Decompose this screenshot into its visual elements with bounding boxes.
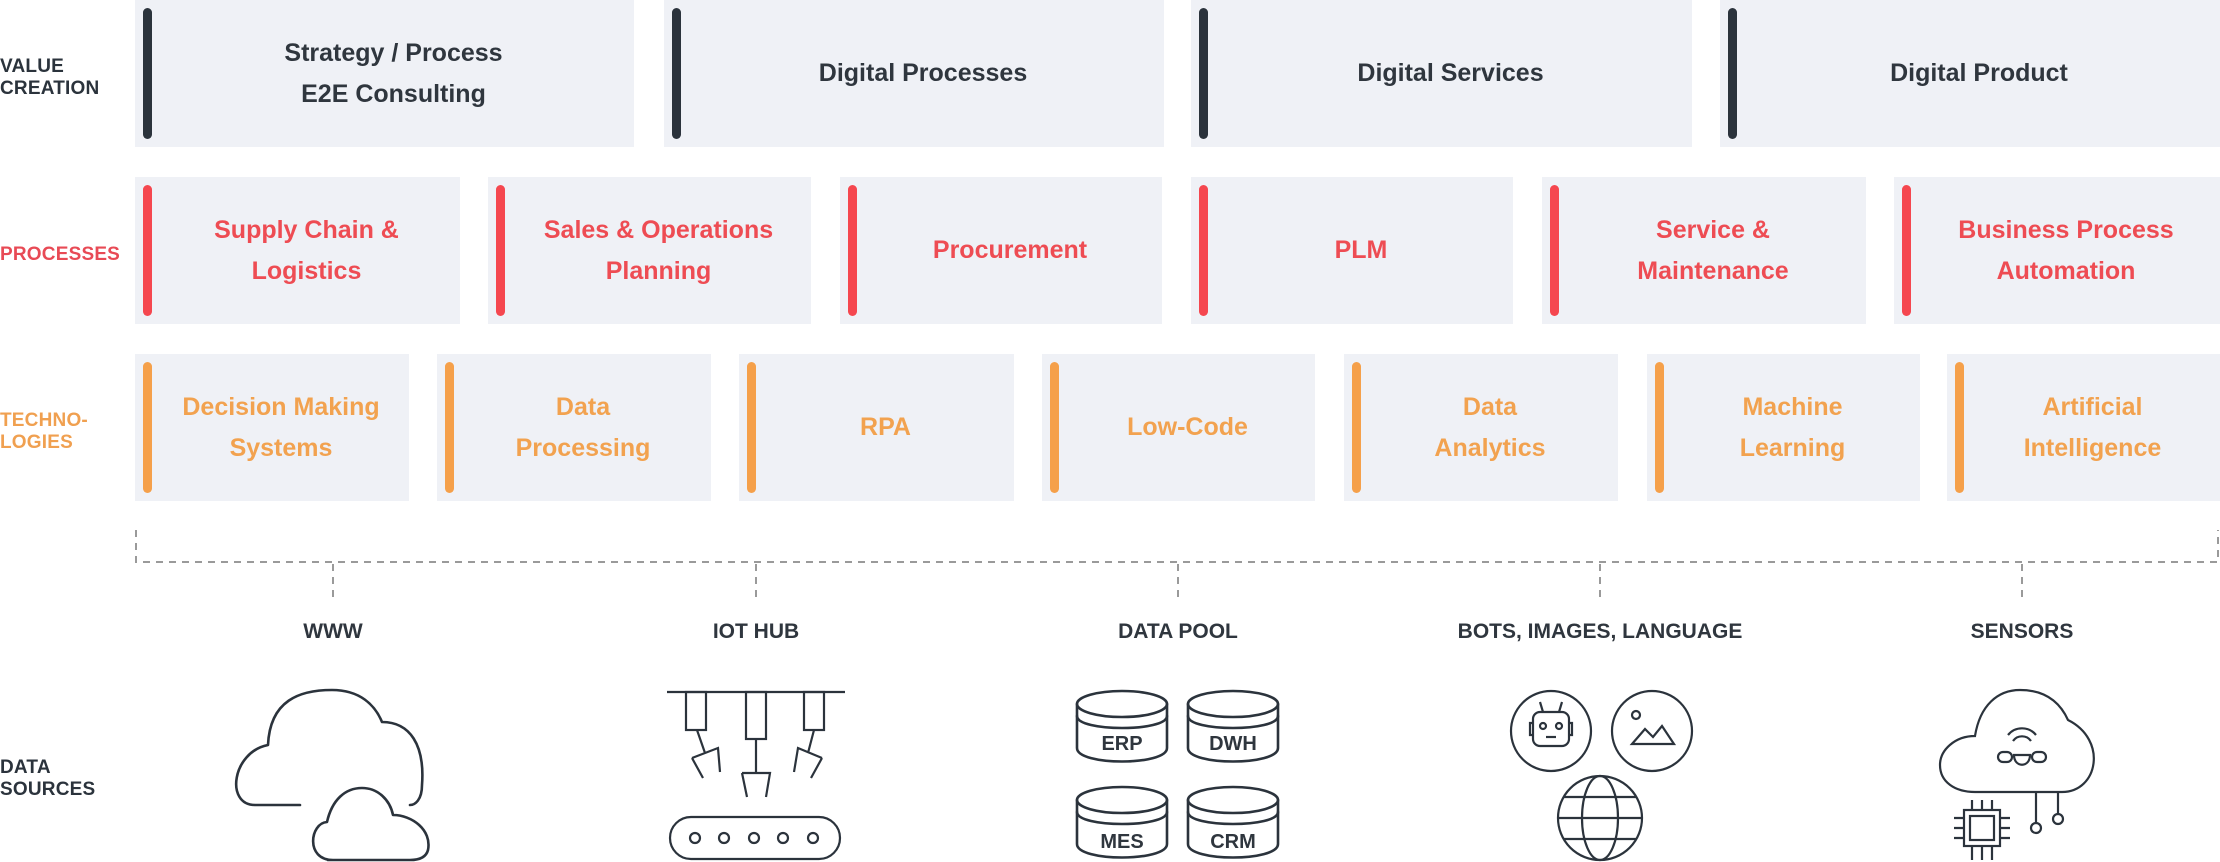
card-label: Machine Learning bbox=[1739, 392, 1846, 462]
process-card-service-maintenance: Service & Maintenance bbox=[1542, 177, 1866, 324]
source-label-iot-hub: IOT HUB bbox=[712, 620, 800, 643]
accent-bar bbox=[143, 8, 152, 139]
accent-bar bbox=[848, 185, 857, 316]
accent-bar bbox=[1902, 185, 1911, 316]
db-label: CRM bbox=[1210, 831, 1256, 853]
database-icon-dwh: DWH bbox=[1186, 689, 1280, 763]
accent-bar bbox=[1655, 362, 1664, 493]
row-label-value-creation: VALUE CREATION bbox=[0, 56, 100, 99]
card-label: RPA bbox=[860, 413, 911, 441]
card-label: Data Processing bbox=[515, 392, 651, 462]
accent-bar bbox=[1199, 185, 1208, 316]
card-label: PLM bbox=[1334, 236, 1388, 264]
row-label-processes: PROCESSES bbox=[0, 244, 121, 265]
db-label: DWH bbox=[1209, 733, 1257, 755]
card-label: Digital Product bbox=[1890, 59, 2068, 87]
card-label: Supply Chain & Logistics bbox=[214, 215, 399, 285]
accent-bar bbox=[1352, 362, 1361, 493]
accent-bar bbox=[1199, 8, 1208, 139]
process-card-bpa: Business Process Automation bbox=[1894, 177, 2220, 324]
cloud-sensor-chip-icon bbox=[1938, 688, 2095, 860]
card-label: Business Process Automation bbox=[1958, 215, 2174, 285]
row-label-data-sources: DATA SOURCES bbox=[0, 757, 96, 800]
accent-bar bbox=[747, 362, 756, 493]
accent-bar bbox=[143, 185, 152, 316]
value-card-strategy-process: Strategy / Process E2E Consulting bbox=[135, 0, 634, 147]
accent-bar bbox=[1550, 185, 1559, 316]
database-icon-erp: ERP bbox=[1075, 689, 1169, 763]
robotic-arm-conveyor-icon bbox=[667, 690, 845, 861]
accent-bar bbox=[672, 8, 681, 139]
accent-bar bbox=[1955, 362, 1964, 493]
connector-bracket bbox=[135, 530, 2219, 563]
card-label: Procurement bbox=[932, 236, 1088, 264]
connector-lines bbox=[135, 530, 2219, 597]
tech-card-low-code: Low-Code bbox=[1042, 354, 1315, 501]
tech-card-machine-learning: Machine Learning bbox=[1647, 354, 1920, 501]
card-label: Decision Making Systems bbox=[182, 392, 380, 462]
process-card-procurement: Procurement bbox=[840, 177, 1162, 324]
process-card-supply-chain: Supply Chain & Logistics bbox=[135, 177, 460, 324]
row-label-technologies: TECHNO- LOGIES bbox=[0, 410, 88, 453]
accent-bar bbox=[1728, 8, 1737, 139]
card-label: Low-Code bbox=[1127, 413, 1248, 441]
source-label-www: WWW bbox=[303, 620, 363, 643]
card-label: Service & Maintenance bbox=[1637, 215, 1789, 285]
accent-bar bbox=[1050, 362, 1059, 493]
globe-icon bbox=[1556, 774, 1644, 862]
card-label: Digital Services bbox=[1357, 59, 1544, 87]
source-label-bots-images-language: BOTS, IMAGES, LANGUAGE bbox=[1457, 620, 1743, 643]
image-icon bbox=[1610, 689, 1694, 773]
source-label-data-pool: DATA POOL bbox=[1118, 620, 1238, 643]
db-label: MES bbox=[1100, 831, 1143, 853]
tech-card-data-processing: Data Processing bbox=[437, 354, 711, 501]
database-icon-crm: CRM bbox=[1186, 785, 1280, 859]
value-card-digital-product: Digital Product bbox=[1720, 0, 2220, 147]
database-icon-mes: MES bbox=[1075, 785, 1169, 859]
card-label: Digital Processes bbox=[818, 59, 1028, 87]
card-label: Artificial Intelligence bbox=[2023, 392, 2162, 462]
card-label: Sales & Operations Planning bbox=[543, 215, 774, 285]
accent-bar bbox=[496, 185, 505, 316]
accent-bar bbox=[143, 362, 152, 493]
process-card-plm: PLM bbox=[1191, 177, 1513, 324]
tech-card-data-analytics: Data Analytics bbox=[1344, 354, 1618, 501]
tech-card-ai: Artificial Intelligence bbox=[1947, 354, 2220, 501]
robot-icon bbox=[1509, 689, 1593, 773]
accent-bar bbox=[445, 362, 454, 493]
cloud-icon bbox=[234, 688, 430, 862]
process-card-sales-operations: Sales & Operations Planning bbox=[488, 177, 811, 324]
tech-card-decision-making: Decision Making Systems bbox=[135, 354, 409, 501]
source-label-sensors: SENSORS bbox=[1970, 620, 2074, 643]
db-label: ERP bbox=[1101, 733, 1142, 755]
value-card-digital-services: Digital Services bbox=[1191, 0, 1692, 147]
card-label: Data Analytics bbox=[1434, 392, 1546, 462]
value-card-digital-processes: Digital Processes bbox=[664, 0, 1164, 147]
card-label: Strategy / Process E2E Consulting bbox=[284, 38, 503, 108]
tech-card-rpa: RPA bbox=[739, 354, 1014, 501]
